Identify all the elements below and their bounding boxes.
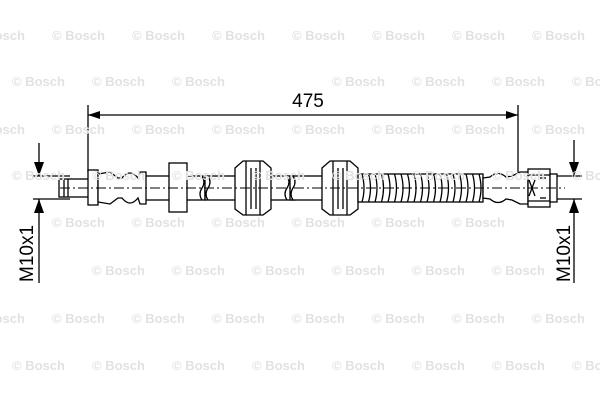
watermark-text: © Bosch	[172, 168, 225, 183]
watermark-text: © Bosch	[172, 358, 225, 373]
watermark-text: © Bosch	[292, 122, 345, 137]
watermark-text: © Bosch	[52, 215, 105, 230]
spring-coil	[432, 173, 437, 203]
watermark-text: © Bosch	[412, 358, 465, 373]
spring-coil	[374, 173, 378, 203]
watermark-text: © Bosch	[132, 122, 185, 137]
watermark-layer: © Bosch © Bosch © Bosch © Bosch © Bosch © Bos…	[0, 28, 600, 373]
watermark-text: © Bosch	[212, 122, 265, 137]
brake-hose	[58, 160, 565, 216]
watermark-text: © Bosch	[212, 28, 265, 43]
watermark-text: © Bosch	[92, 263, 145, 278]
watermark-text: © Bosch	[0, 122, 25, 137]
watermark-text: © Bosch	[492, 74, 545, 89]
watermark-text: © Bosch	[412, 168, 465, 183]
left-thread-dimension: M10x1	[17, 143, 70, 283]
watermark-text: © Bosch	[0, 311, 25, 326]
watermark-text: © Bosch	[172, 263, 225, 278]
watermark-text: © Bosch	[372, 122, 425, 137]
watermark-text: © Bosch	[532, 28, 585, 43]
watermark-text: © Bosch	[332, 358, 385, 373]
watermark-text: © Bosch	[12, 358, 65, 373]
watermark-text: © Bosch	[532, 311, 585, 326]
watermark-text: © Bosch	[52, 28, 105, 43]
watermark-text: © Bosch	[92, 358, 145, 373]
watermark-text: © Bosch	[372, 28, 425, 43]
watermark-text: © Bosch	[292, 215, 345, 230]
watermark-text: © Bosch	[532, 122, 585, 137]
watermark-text: © Bosch	[52, 122, 105, 137]
watermark-text: © Bosch	[372, 215, 425, 230]
watermark-text: © Bosch	[0, 28, 25, 43]
watermark-text: © Bosch	[92, 74, 145, 89]
arrowhead-left	[88, 111, 100, 119]
watermark-text: © Bosch	[172, 74, 225, 89]
watermark-text: © Bosch	[292, 311, 345, 326]
watermark-text: © Bosch	[452, 215, 505, 230]
watermark-text: © Bosch	[572, 74, 600, 89]
watermark-text: © Bosch	[332, 74, 385, 89]
right-thread-label: M10x1	[554, 225, 575, 282]
length-dimension: 475	[87, 91, 519, 172]
watermark-text: © Bosch	[212, 311, 265, 326]
length-label: 475	[292, 91, 324, 112]
watermark-text: © Bosch	[252, 263, 305, 278]
watermark-text: © Bosch	[452, 28, 505, 43]
watermark-text: © Bosch	[12, 74, 65, 89]
watermark-text: © Bosch	[132, 311, 185, 326]
watermark-text: © Bosch	[452, 311, 505, 326]
watermark-text: © Bosch	[412, 263, 465, 278]
spring-coil	[452, 173, 456, 203]
spring-coil	[445, 173, 450, 203]
watermark-text: © Bosch	[252, 358, 305, 373]
spring-coil	[393, 173, 398, 203]
watermark-text: © Bosch	[492, 358, 545, 373]
watermark-text: © Bosch	[252, 168, 305, 183]
watermark-text: © Bosch	[132, 28, 185, 43]
watermark-text: © Bosch	[332, 168, 385, 183]
spring-coil	[465, 173, 469, 203]
watermark-text: © Bosch	[572, 168, 600, 183]
watermark-text: © Bosch	[212, 215, 265, 230]
watermark-text: © Bosch	[492, 168, 545, 183]
watermark-text: © Bosch	[292, 28, 345, 43]
spring-coil	[361, 173, 365, 203]
watermark-text: © Bosch	[52, 311, 105, 326]
watermark-text: © Bosch	[572, 358, 600, 373]
watermark-text: © Bosch	[332, 263, 385, 278]
right-thread-dimension: M10x1	[550, 140, 582, 283]
watermark-text: © Bosch	[412, 74, 465, 89]
watermark-text: © Bosch	[492, 263, 545, 278]
watermark-text: © Bosch	[92, 168, 145, 183]
arrowhead-right	[506, 111, 518, 119]
watermark-text: © Bosch	[452, 122, 505, 137]
left-thread-label: M10x1	[17, 225, 38, 282]
watermark-text: © Bosch	[132, 215, 185, 230]
spring-coil	[380, 173, 385, 203]
watermark-text: © Bosch	[372, 311, 425, 326]
watermark-text: © Bosch	[12, 168, 65, 183]
